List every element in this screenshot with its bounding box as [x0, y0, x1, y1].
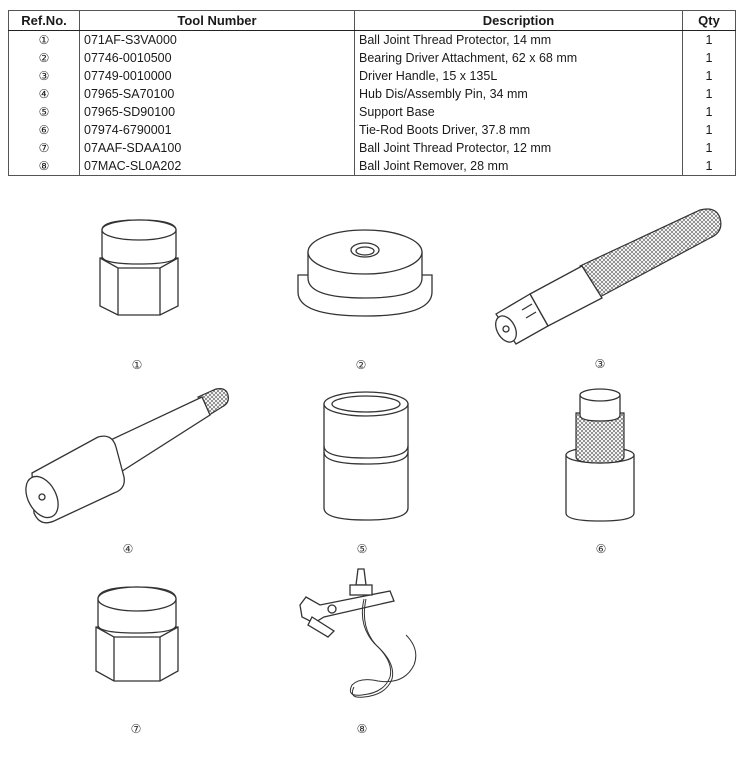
- qty-cell: 1: [705, 123, 713, 137]
- support-base-illustration: [323, 391, 409, 521]
- ref-no-cell: ②: [8, 49, 80, 67]
- ref-no-cell: ①: [8, 30, 80, 49]
- qty-cell: 1: [705, 87, 713, 101]
- qty-cell: 1: [705, 105, 713, 119]
- qty-cell: 1: [682, 157, 736, 176]
- tool-number-cell: 07965-SD90100: [79, 103, 355, 121]
- header-qty: Qty: [682, 10, 736, 31]
- table-row: ② 07746-0010500 Bearing Driver Attachmen…: [8, 49, 736, 67]
- figure-label-8: ⑧: [356, 722, 368, 736]
- ref-no-cell: ⑦: [8, 139, 80, 157]
- figure-label-4: ④: [122, 542, 134, 556]
- tool-number-cell: 07MAC-SL0A202: [79, 157, 355, 176]
- tool-number-cell: 07965-SA70100: [79, 85, 355, 103]
- ref-no-cell: ⑤: [8, 103, 80, 121]
- qty-cell: 1: [705, 69, 713, 83]
- description-cell: Hub Dis/Assembly Pin, 34 mm: [354, 85, 683, 103]
- ref-no-cell: ③: [8, 67, 80, 85]
- header-description: Description: [354, 10, 683, 31]
- header-ref-no: Ref.No.: [8, 10, 80, 31]
- description-cell: Ball Joint Thread Protector, 12 mm: [354, 139, 683, 157]
- qty-cell: 1: [705, 141, 713, 155]
- table-row: ⑤ 07965-SD90100 Support Base 1: [8, 103, 736, 121]
- hub-pin-illustration: [25, 388, 229, 524]
- description-cell: Bearing Driver Attachment, 62 x 68 mm: [354, 49, 683, 67]
- description-cell: Driver Handle, 15 x 135L: [354, 67, 683, 85]
- figure-label-7: ⑦: [130, 722, 142, 736]
- tool-number-cell: 07746-0010500: [79, 49, 355, 67]
- driver-handle-illustration: [495, 208, 722, 345]
- description-cell: Ball Joint Remover, 28 mm: [354, 157, 683, 176]
- description-cell: Ball Joint Thread Protector, 14 mm: [354, 30, 683, 49]
- ref-no-cell: ⑥: [8, 121, 80, 139]
- description-cell: Support Base: [354, 103, 683, 121]
- qty-cell: 1: [705, 33, 713, 47]
- table-row: ⑥ 07974-6790001 Tie-Rod Boots Driver, 37…: [8, 121, 736, 139]
- thread-protector-14mm-illustration: [99, 219, 179, 316]
- special-tools-table: Ref.No. Tool Number Description Qty ① 07…: [8, 10, 736, 176]
- ball-joint-remover-illustration: [299, 568, 417, 698]
- table-row: ① 071AF-S3VA000 Ball Joint Thread Protec…: [8, 30, 736, 49]
- header-tool-number: Tool Number: [79, 10, 355, 31]
- table-row: ④ 07965-SA70100 Hub Dis/Assembly Pin, 34…: [8, 85, 736, 103]
- table-row: ⑧ 07MAC-SL0A202 Ball Joint Remover, 28 m…: [8, 157, 736, 176]
- tool-number-cell: 071AF-S3VA000: [79, 30, 355, 49]
- thread-protector-12mm-illustration: [95, 586, 179, 682]
- ref-no-cell: ⑧: [8, 157, 80, 176]
- tool-number-cell: 07749-0010000: [79, 67, 355, 85]
- table-row: ③ 07749-0010000 Driver Handle, 15 x 135L…: [8, 67, 736, 85]
- figure-label-6: ⑥: [595, 542, 607, 556]
- figure-label-1: ①: [131, 358, 143, 372]
- qty-cell: 1: [705, 51, 713, 65]
- description-cell: Tie-Rod Boots Driver, 37.8 mm: [354, 121, 683, 139]
- boots-driver-illustration: [565, 388, 635, 522]
- table-header-row: Ref.No. Tool Number Description Qty: [8, 10, 736, 31]
- tool-number-cell: 07AAF-SDAA100: [79, 139, 355, 157]
- table-row: ⑦ 07AAF-SDAA100 Ball Joint Thread Protec…: [8, 139, 736, 157]
- bearing-driver-attachment-illustration: [297, 229, 433, 317]
- tool-number-cell: 07974-6790001: [79, 121, 355, 139]
- figure-label-3: ③: [594, 357, 606, 371]
- ref-no-cell: ④: [8, 85, 80, 103]
- figure-label-2: ②: [355, 358, 367, 372]
- figure-label-5: ⑤: [356, 542, 368, 556]
